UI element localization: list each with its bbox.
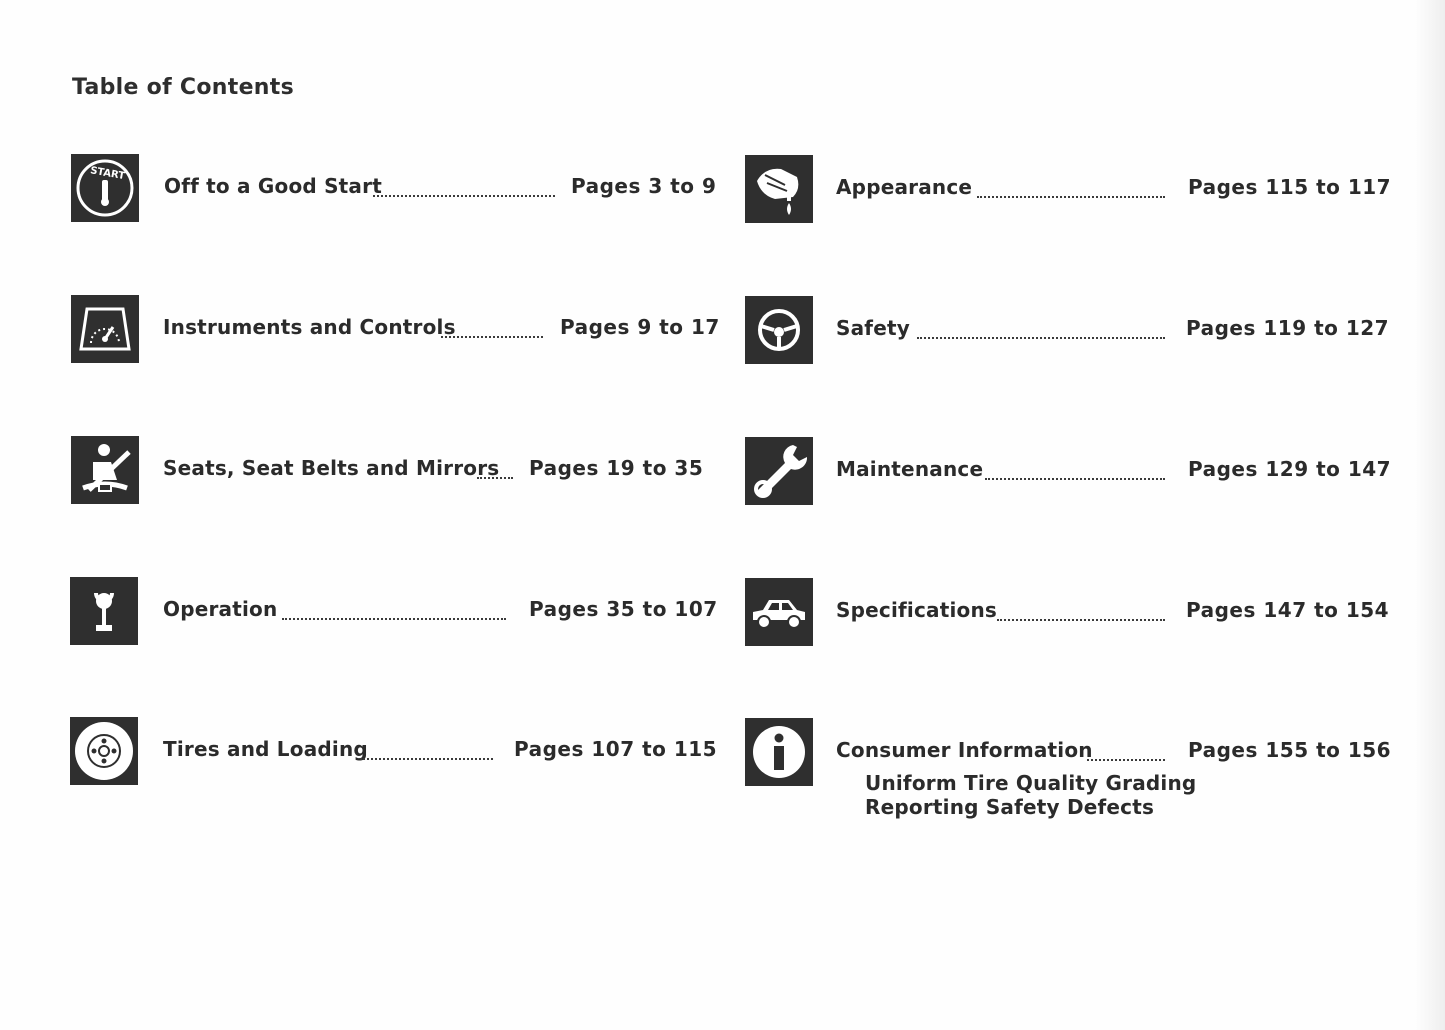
dot-leader xyxy=(441,322,543,338)
entry-pages: Pages 129 to 147 xyxy=(1188,457,1392,481)
toc-entry-specifications[interactable]: Specifications Pages 147 to 154 xyxy=(745,578,1389,648)
entry-label: Tires and Loading xyxy=(163,737,368,761)
entry-pages: Pages 115 to 117 xyxy=(1188,175,1392,199)
entry-pages: Pages 147 to 154 xyxy=(1186,598,1390,622)
start-key-icon: START xyxy=(71,154,139,222)
svg-text:START: START xyxy=(89,165,126,182)
entry-label: Appearance xyxy=(836,175,973,199)
toc-entry-consumer-information[interactable]: Consumer Information Pages 155 to 156 Un… xyxy=(745,718,1391,828)
toc-entry-seats-belts-mirrors[interactable]: Seats, Seat Belts and Mirrors Pages 19 t… xyxy=(71,436,704,506)
toc-entry-instruments-and-controls[interactable]: Instruments and Controls Pages 9 to 17 xyxy=(71,295,719,365)
entry-label: Safety xyxy=(836,316,910,340)
toc-entry-tires-and-loading[interactable]: Tires and Loading Pages 107 to 115 xyxy=(70,717,717,787)
gear-shift-icon xyxy=(70,577,138,645)
toc-entry-appearance[interactable]: Appearance Pages 115 to 117 xyxy=(745,155,1391,225)
entry-label: Instruments and Controls xyxy=(163,315,456,339)
car-icon xyxy=(745,578,813,646)
entry-pages: Pages 155 to 156 xyxy=(1188,738,1392,762)
toc-entry-off-to-a-good-start[interactable]: START Off to a Good Start Pages 3 to 9 xyxy=(71,154,716,224)
sub-item-tire-quality-grading: Uniform Tire Quality Grading xyxy=(865,771,1197,795)
dot-leader xyxy=(282,604,506,620)
seat-belt-icon xyxy=(71,436,139,504)
entry-pages: Pages 3 to 9 xyxy=(571,174,717,198)
wheel-icon xyxy=(70,717,138,785)
toc-entry-safety[interactable]: Safety Pages 119 to 127 xyxy=(745,296,1389,366)
dot-leader xyxy=(373,181,555,197)
info-icon xyxy=(745,718,813,786)
dot-leader xyxy=(977,182,1165,198)
dot-leader xyxy=(360,744,493,760)
instrument-gauge-icon xyxy=(71,295,139,363)
entry-pages: Pages 107 to 115 xyxy=(514,737,718,761)
wrench-icon xyxy=(745,437,813,505)
dot-leader xyxy=(985,464,1165,480)
scan-edge xyxy=(1415,0,1445,1030)
entry-pages: Pages 35 to 107 xyxy=(529,597,718,621)
entry-label: Seats, Seat Belts and Mirrors xyxy=(163,456,500,480)
dot-leader xyxy=(1087,745,1165,761)
entry-label: Off to a Good Start xyxy=(164,174,382,198)
dot-leader xyxy=(477,463,513,479)
dot-leader xyxy=(917,323,1165,339)
entry-label: Consumer Information xyxy=(836,738,1093,762)
toc-entry-maintenance[interactable]: Maintenance Pages 129 to 147 xyxy=(745,437,1391,507)
page-title: Table of Contents xyxy=(72,75,294,100)
steering-wheel-icon xyxy=(745,296,813,364)
entry-pages: Pages 19 to 35 xyxy=(529,456,704,480)
polishing-hand-icon xyxy=(745,155,813,223)
toc-entry-operation[interactable]: Operation Pages 35 to 107 xyxy=(70,577,717,647)
entry-label: Maintenance xyxy=(836,457,984,481)
sub-item-reporting-safety-defects: Reporting Safety Defects xyxy=(865,795,1155,819)
entry-label: Specifications xyxy=(836,598,998,622)
entry-pages: Pages 119 to 127 xyxy=(1186,316,1390,340)
dot-leader xyxy=(997,605,1165,621)
entry-pages: Pages 9 to 17 xyxy=(560,315,720,339)
entry-label: Operation xyxy=(163,597,278,621)
